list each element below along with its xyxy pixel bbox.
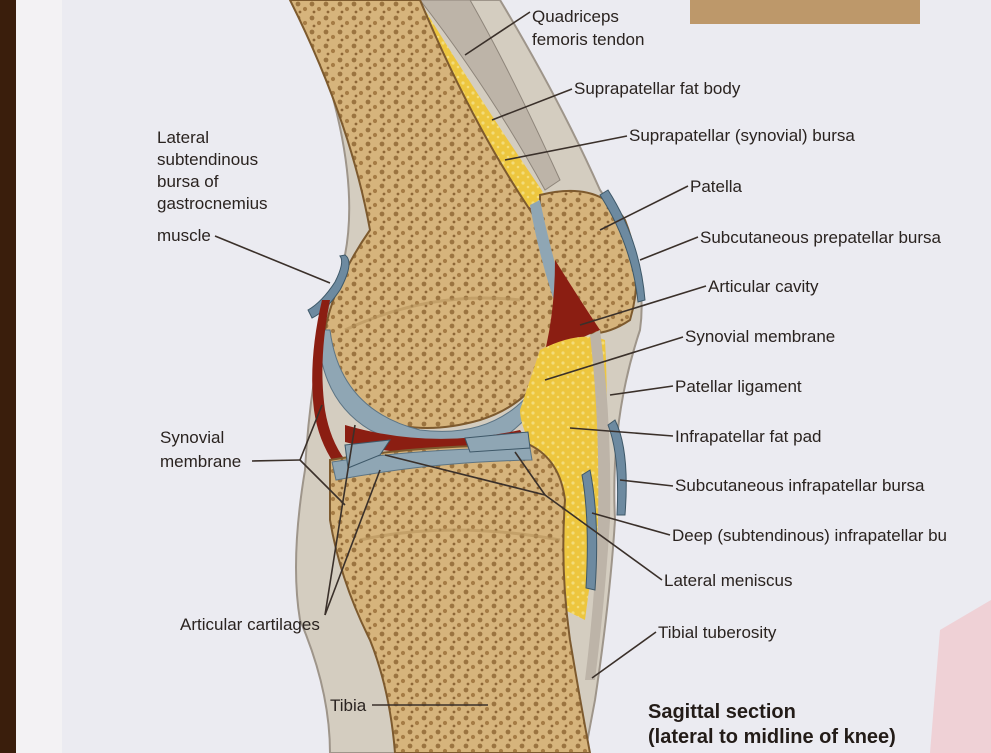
label-prepatellar-bursa: Subcutaneous prepatellar bursa (700, 228, 942, 247)
label-patellar-ligament: Patellar ligament (675, 377, 802, 396)
label-articular-cartilages: Articular cartilages (180, 615, 320, 634)
label-articular-cavity: Articular cavity (708, 277, 819, 296)
label-synovial-membrane-right: Synovial membrane (685, 327, 835, 346)
adjacent-image-strip (690, 0, 920, 24)
label-infrapatellar-fat-pad: Infrapatellar fat pad (675, 427, 821, 446)
label-gastrocnemius-line3: bursa of (157, 172, 219, 191)
page-margin (16, 0, 62, 753)
label-suprapatellar-fat-body: Suprapatellar fat body (574, 79, 741, 98)
caption-line1: Sagittal section (648, 701, 796, 723)
label-synovial-left-line1: Synovial (160, 428, 224, 447)
label-gastrocnemius-line4: gastrocnemius (157, 194, 268, 213)
label-synovial-left-line2: membrane (160, 452, 241, 471)
caption-line2: (lateral to midline of knee) (648, 726, 896, 748)
label-quadriceps-line1: Quadriceps (532, 7, 619, 26)
label-gastrocnemius-line2: subtendinous (157, 150, 258, 169)
label-patella: Patella (690, 177, 743, 196)
label-tibial-tuberosity: Tibial tuberosity (658, 623, 777, 642)
label-lateral-meniscus: Lateral meniscus (664, 571, 793, 590)
label-gastrocnemius-line1: Lateral (157, 128, 209, 147)
label-suprapatellar-bursa: Suprapatellar (synovial) bursa (629, 126, 855, 145)
label-subcutaneous-infrapatellar-bursa: Subcutaneous infrapatellar bursa (675, 476, 925, 495)
label-deep-infrapatellar-bursa: Deep (subtendinous) infrapatellar bu (672, 526, 947, 545)
label-gastrocnemius-line5: muscle (157, 226, 211, 245)
label-tibia: Tibia (330, 696, 367, 715)
label-quadriceps-line2: femoris tendon (532, 30, 644, 49)
